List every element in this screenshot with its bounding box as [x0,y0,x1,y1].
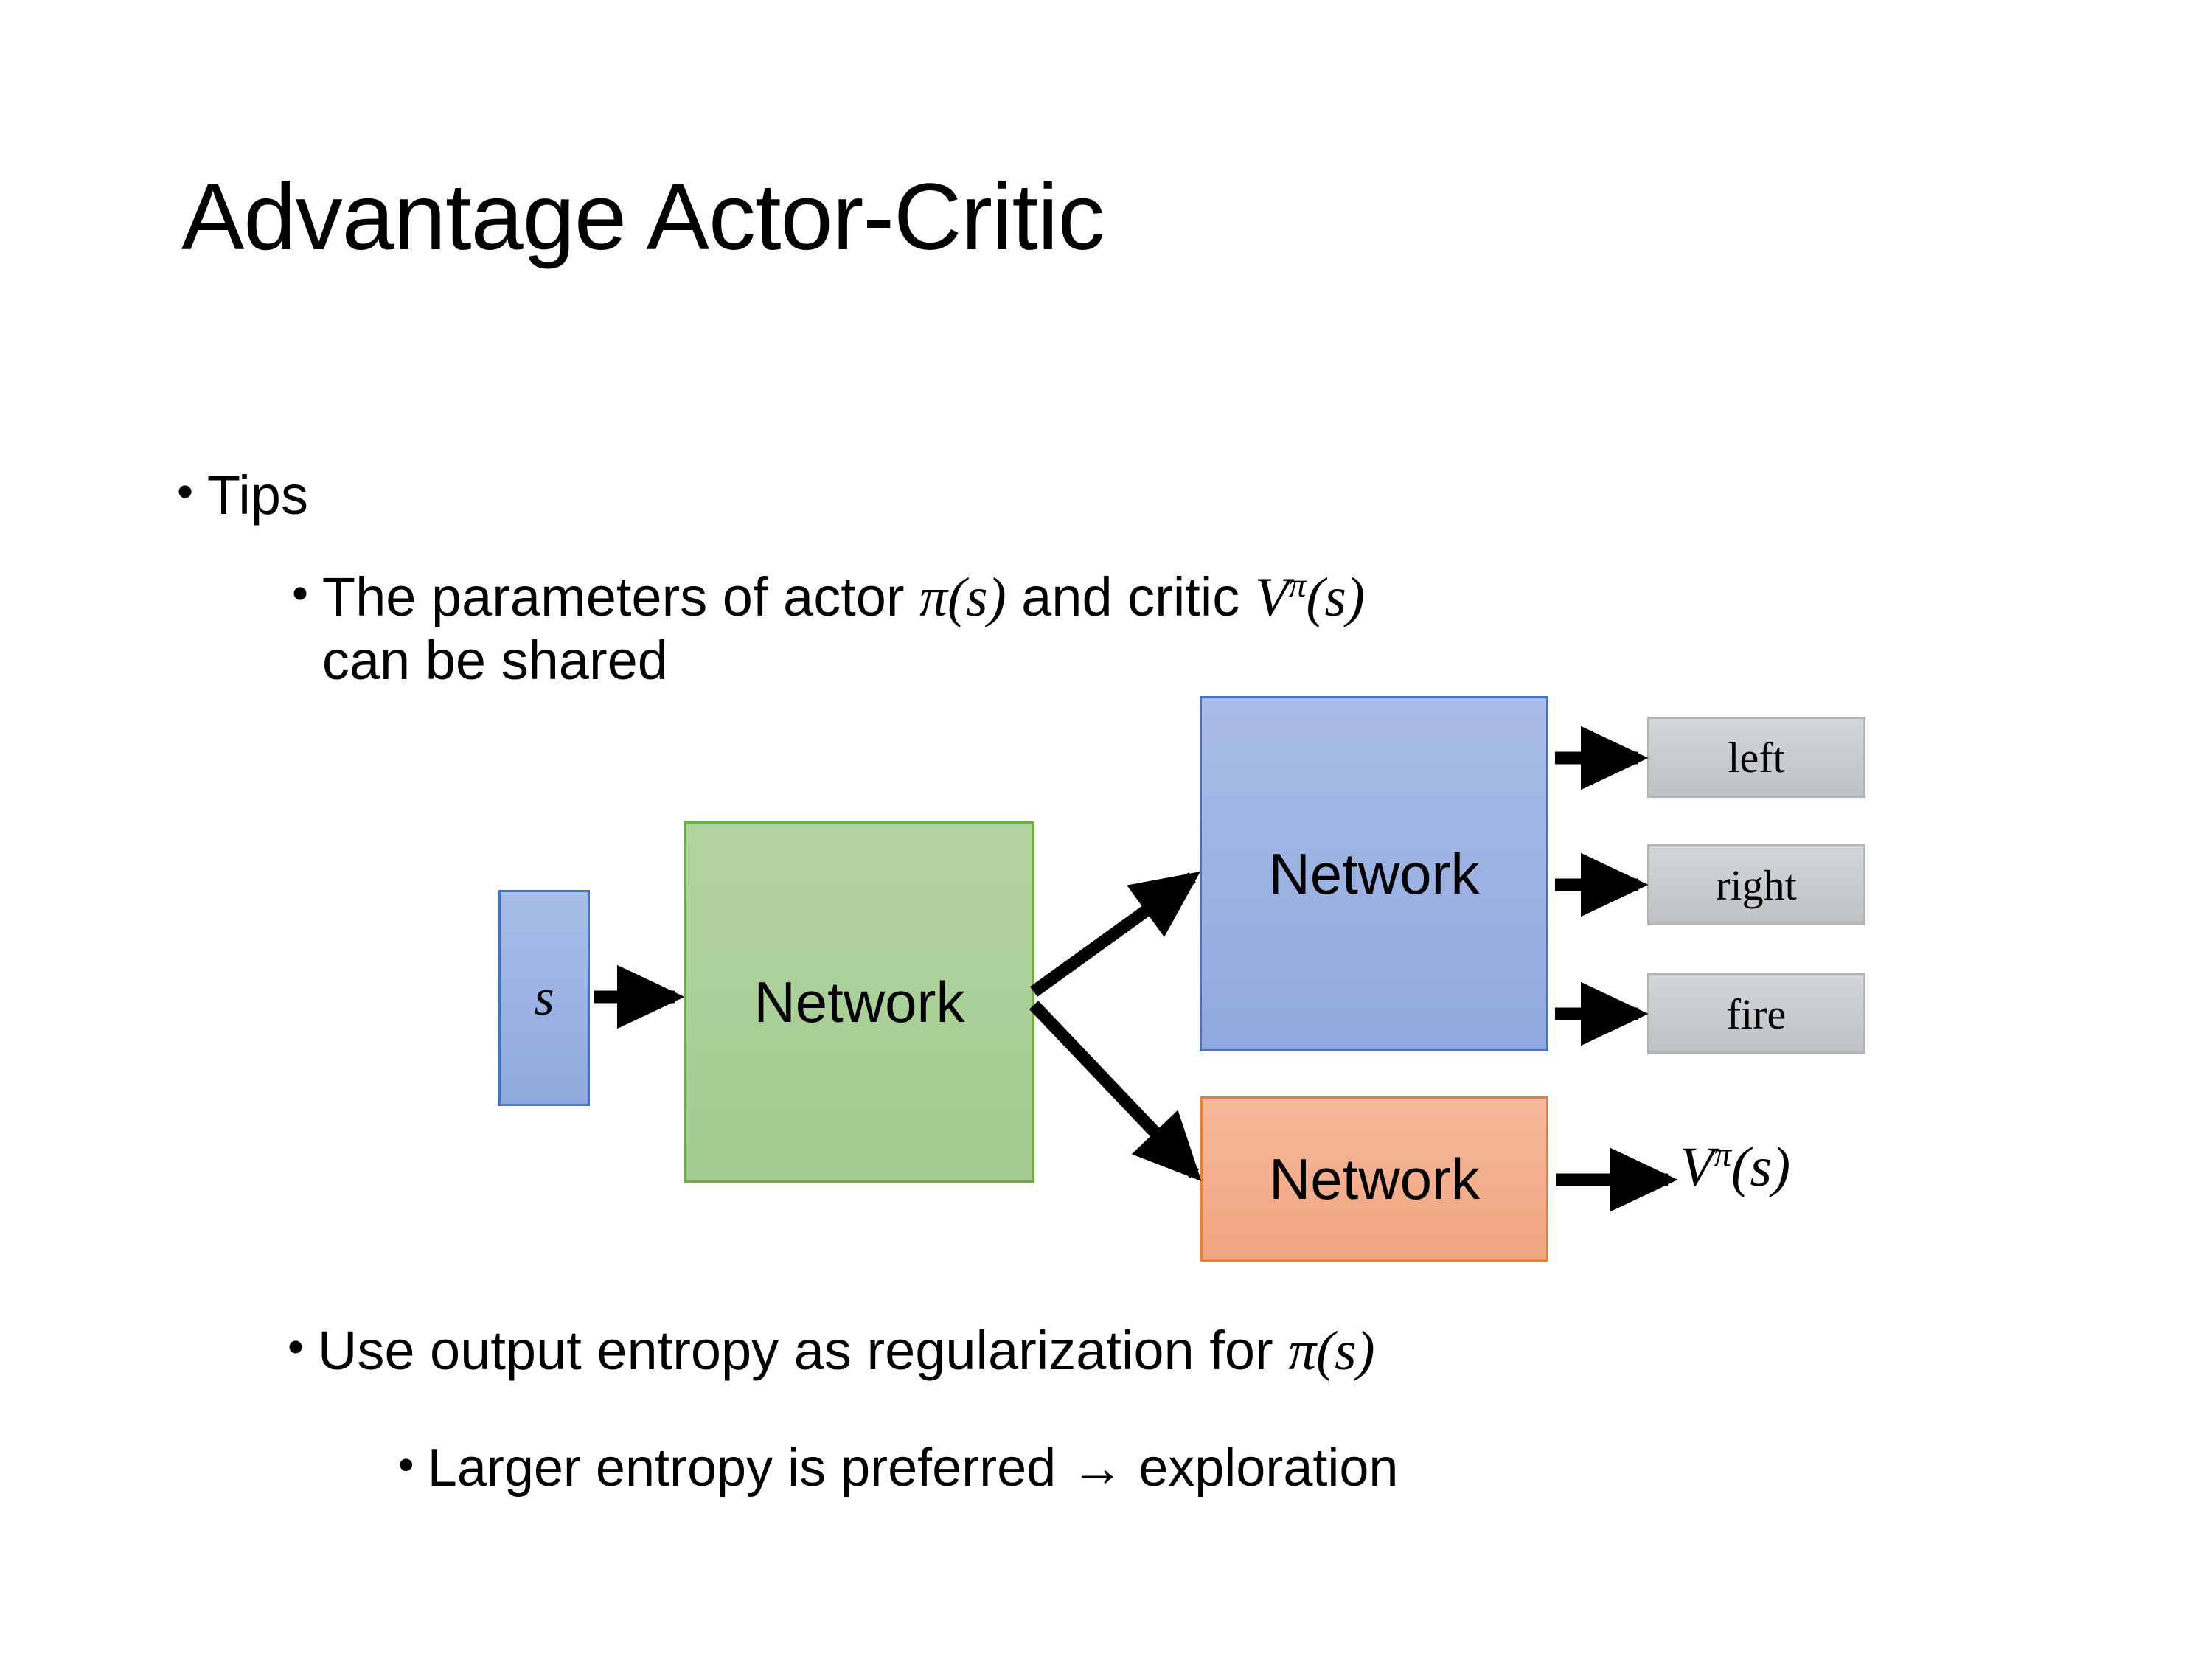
diagram-output-fire: fire [1647,973,1865,1054]
math-v-superscript: π [1288,566,1307,605]
arrow-shared-to-actor [1030,872,1201,997]
shared-network-label: Network [754,969,965,1034]
shared-params-text-1: The parameters of actor [321,566,920,627]
bullet-item-tips: • Tips [177,465,308,526]
bullet-label-larger-entropy: Larger entropy is preferred → exploratio… [427,1439,1399,1498]
shared-params-text-2: and critic [1006,566,1255,627]
diagram-output-right: right [1647,844,1865,925]
bullet-marker-icon: • [177,466,194,518]
shared-params-text-3: can be shared [321,630,668,692]
arrow-shared-to-critic [1029,1001,1202,1181]
math-pi-of-s: π(s) [1288,1321,1375,1382]
output-label-right: right [1716,860,1797,909]
entropy-text-1: Use output entropy as regularization for [317,1320,1289,1381]
value-function-letter: V [1680,1136,1714,1198]
diagram-node-actor-network: Network [1200,696,1548,1051]
state-label: s [534,969,554,1026]
value-function-superscript: π [1714,1135,1732,1175]
math-v-symbol: Vπ(s) [1255,567,1365,628]
page-title: Advantage Actor-Critic [181,164,1105,270]
output-label-fire: fire [1726,990,1787,1038]
value-function-argument: (s) [1731,1136,1791,1198]
diagram-node-critic-network: Network [1200,1096,1548,1262]
diagram-output-left: left [1647,717,1865,798]
bullet-label-tips: Tips [206,465,308,526]
math-pi-of-s: π(s) [919,567,1006,628]
diagram-output-value-function: Vπ(s) [1680,1135,1790,1200]
actor-network-label: Network [1268,841,1480,906]
bullet-label-entropy: Use output entropy as regularization for… [318,1320,1375,1383]
critic-network-label: Network [1268,1146,1481,1211]
bullet-item-entropy: • Use output entropy as regularization f… [288,1320,1375,1383]
bullet-marker-icon: • [288,1321,305,1374]
bullet-label-shared-params: The parameters of actor π(s) and critic … [322,566,1365,692]
bullet-marker-icon: • [292,568,309,620]
diagram-node-state: s [498,890,590,1106]
output-label-left: left [1728,733,1785,782]
bullet-marker-icon: • [398,1439,414,1490]
math-v-argument: (s) [1306,567,1366,628]
math-v-letter: V [1254,567,1289,628]
bullet-item-larger-entropy: • Larger entropy is preferred → explorat… [398,1438,1398,1498]
diagram-node-shared-network: Network [684,821,1034,1183]
bullet-item-shared-params: • The parameters of actor π(s) and criti… [292,566,2076,692]
